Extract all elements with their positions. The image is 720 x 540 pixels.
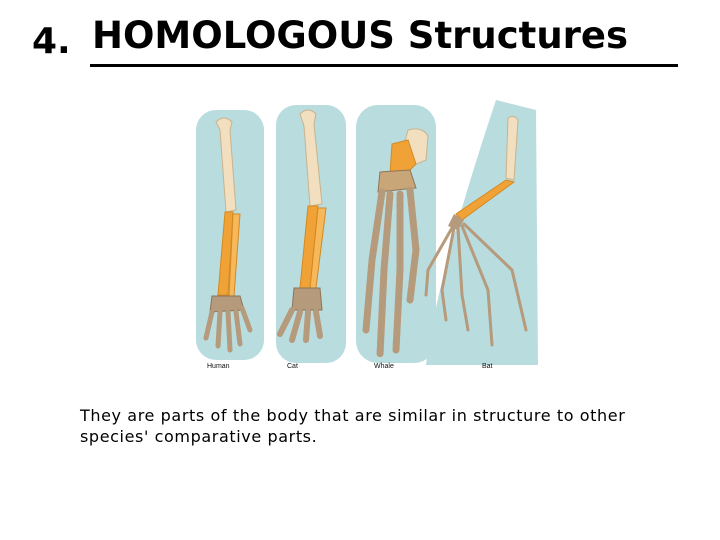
label-whale: Whale <box>374 363 394 370</box>
whale-flipper <box>362 128 429 359</box>
slide-number: 4. <box>32 21 71 62</box>
human-arm <box>203 117 253 353</box>
label-human: Human <box>207 363 230 370</box>
slide-title: HOMOLOGOUS Structures <box>92 14 629 57</box>
label-bat: Bat <box>482 363 493 370</box>
definition-caption: They are parts of the body that are simi… <box>80 406 626 446</box>
label-cat: Cat <box>287 363 298 370</box>
limbs-illustration <box>196 100 538 365</box>
homologous-limbs-figure <box>196 100 540 384</box>
cat-leg <box>277 109 327 343</box>
title-underline <box>90 64 678 67</box>
bat-wing <box>424 115 528 347</box>
